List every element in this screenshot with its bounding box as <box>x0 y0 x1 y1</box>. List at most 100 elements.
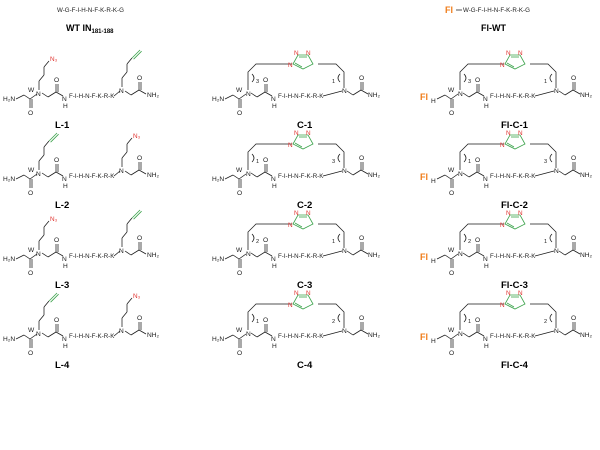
triazole-n: N <box>500 62 505 69</box>
right-side-chain <box>121 49 142 87</box>
azide-group-right: N₃ <box>133 293 141 300</box>
left-repeat-bracket <box>251 153 255 163</box>
amide-n: N <box>246 91 251 98</box>
triazole-n: N <box>518 130 523 137</box>
nh-h: H <box>272 343 277 350</box>
fluorophore-label: Fl <box>420 92 428 102</box>
left-methylene-count: 1 <box>256 159 259 165</box>
amide-n: N <box>458 171 463 178</box>
triazole-ring: N N N <box>288 290 314 310</box>
amide-n: N <box>458 91 463 98</box>
alkyne-group-left <box>48 132 58 142</box>
c-terminus: NH₂ <box>368 92 381 99</box>
carbonyl-o: O <box>28 190 33 197</box>
triazole-n: N <box>306 210 311 217</box>
right-repeat-bracket <box>549 153 553 163</box>
left-bridge <box>247 303 292 330</box>
c-terminus: NH₂ <box>147 332 160 339</box>
amide-n: N <box>119 88 124 95</box>
triazole-n: N <box>294 210 299 217</box>
right-bridge <box>530 303 557 328</box>
triazole-n: N <box>500 302 505 309</box>
amide-n: N <box>554 168 559 175</box>
right-methylene-count: 1 <box>544 79 547 85</box>
cyclic-peptide-label: C-3 <box>297 280 312 291</box>
carbonyl-o: O <box>359 155 364 162</box>
peptide-core: F-I-H-N-F-K-R-K <box>278 93 324 100</box>
triazole-n: N <box>506 50 511 57</box>
trp-label: W <box>236 167 243 174</box>
structure-row: H₂N W O N O N H F-I-H-N-F-K-R-K N O <box>3 209 593 291</box>
carbonyl-o: O <box>263 237 268 244</box>
amide-n: N <box>36 331 41 338</box>
left-methylene-count: 3 <box>468 79 471 85</box>
linear-structure: H₂N W O N O N H F-I-H-N-F-K-R-K N O <box>3 209 160 291</box>
triazole-n: N <box>288 302 293 309</box>
fl-cyclic-peptide-label: Fl-C-2 <box>501 200 528 211</box>
carbonyl-o: O <box>475 317 480 324</box>
cyclic-structure: H₂N W O N O N H F-I-H-N-F-K-R-K N O <box>212 130 381 211</box>
fluorophore-label: Fl <box>420 172 428 182</box>
right-methylene-count: 1 <box>332 239 335 245</box>
peptide-core: F-I-H-N-F-K-R-K <box>490 253 536 260</box>
triazole-n: N <box>288 142 293 149</box>
left-methylene-count: 1 <box>468 319 471 325</box>
amide-n: N <box>554 248 559 255</box>
carbonyl-o: O <box>54 77 59 84</box>
trp-label: W <box>236 87 243 94</box>
left-bridge <box>247 223 292 250</box>
left-side-chain: N₃ <box>38 56 58 90</box>
right-bridge <box>530 223 557 248</box>
nh-h: H <box>63 343 68 350</box>
triazole-n: N <box>518 290 523 297</box>
left-methylene-count: 1 <box>256 319 259 325</box>
amide-n: N <box>119 248 124 255</box>
right-repeat-bracket <box>549 233 553 243</box>
c-terminus: NH₂ <box>368 332 381 339</box>
carbonyl-o: O <box>263 317 268 324</box>
alkyne-triple-bond-left <box>50 293 59 303</box>
left-methylene-count: 2 <box>468 239 471 245</box>
nh-h: H <box>272 183 277 190</box>
left-bridge <box>459 303 504 330</box>
fluorophore-label: Fl <box>420 332 428 342</box>
triazole-ring: N N N <box>288 210 314 230</box>
n-terminus: H₂N <box>212 256 224 263</box>
carbonyl-o: O <box>237 350 242 357</box>
structure-row: H₂N W O N O N H F-I-H-N-F-K-R-K N O <box>3 49 593 131</box>
triazole-n: N <box>288 62 293 69</box>
n-terminus: H₂N <box>3 256 15 263</box>
left-repeat-bracket <box>463 153 467 163</box>
alkyne-triple-bond-right <box>133 50 142 60</box>
amide-n: N <box>554 328 559 335</box>
linear-peptide-label: L-2 <box>55 200 69 211</box>
n-terminus: H₂N <box>3 336 15 343</box>
fl-nh: H <box>431 258 436 265</box>
structure-rows: H₂N W O N O N H F-I-H-N-F-K-R-K N O <box>3 49 593 371</box>
carbonyl-o: O <box>54 317 59 324</box>
n-terminus: H₂N <box>3 176 15 183</box>
wt-label: WT IN181-188 <box>66 23 114 35</box>
triazole-n: N <box>294 50 299 57</box>
amide-n: N <box>36 251 41 258</box>
left-repeat-bracket <box>251 73 255 83</box>
cyclic-structure: H₂N W O N O N H F-I-H-N-F-K-R-K N O <box>212 290 381 371</box>
nh-label: N <box>62 336 67 343</box>
alkyne-triple-bond-left <box>50 133 59 143</box>
linear-peptide-label: L-4 <box>55 360 70 371</box>
left-bridge <box>459 63 504 90</box>
fl-cyclic-peptide-label: Fl-C-3 <box>501 280 528 291</box>
amide-n: N <box>119 168 124 175</box>
right-bridge <box>318 143 345 168</box>
triazole-n: N <box>506 210 511 217</box>
carbonyl-o: O <box>237 270 242 277</box>
left-bridge <box>459 223 504 250</box>
trp-label: W <box>448 87 455 94</box>
right-repeat-bracket <box>549 73 553 83</box>
amide-n: N <box>246 251 251 258</box>
triazole-n: N <box>518 50 523 57</box>
carbonyl-o: O <box>54 157 59 164</box>
fl-cyclic-peptide-label: Fl-C-1 <box>501 120 529 131</box>
nh-h: H <box>484 103 489 110</box>
